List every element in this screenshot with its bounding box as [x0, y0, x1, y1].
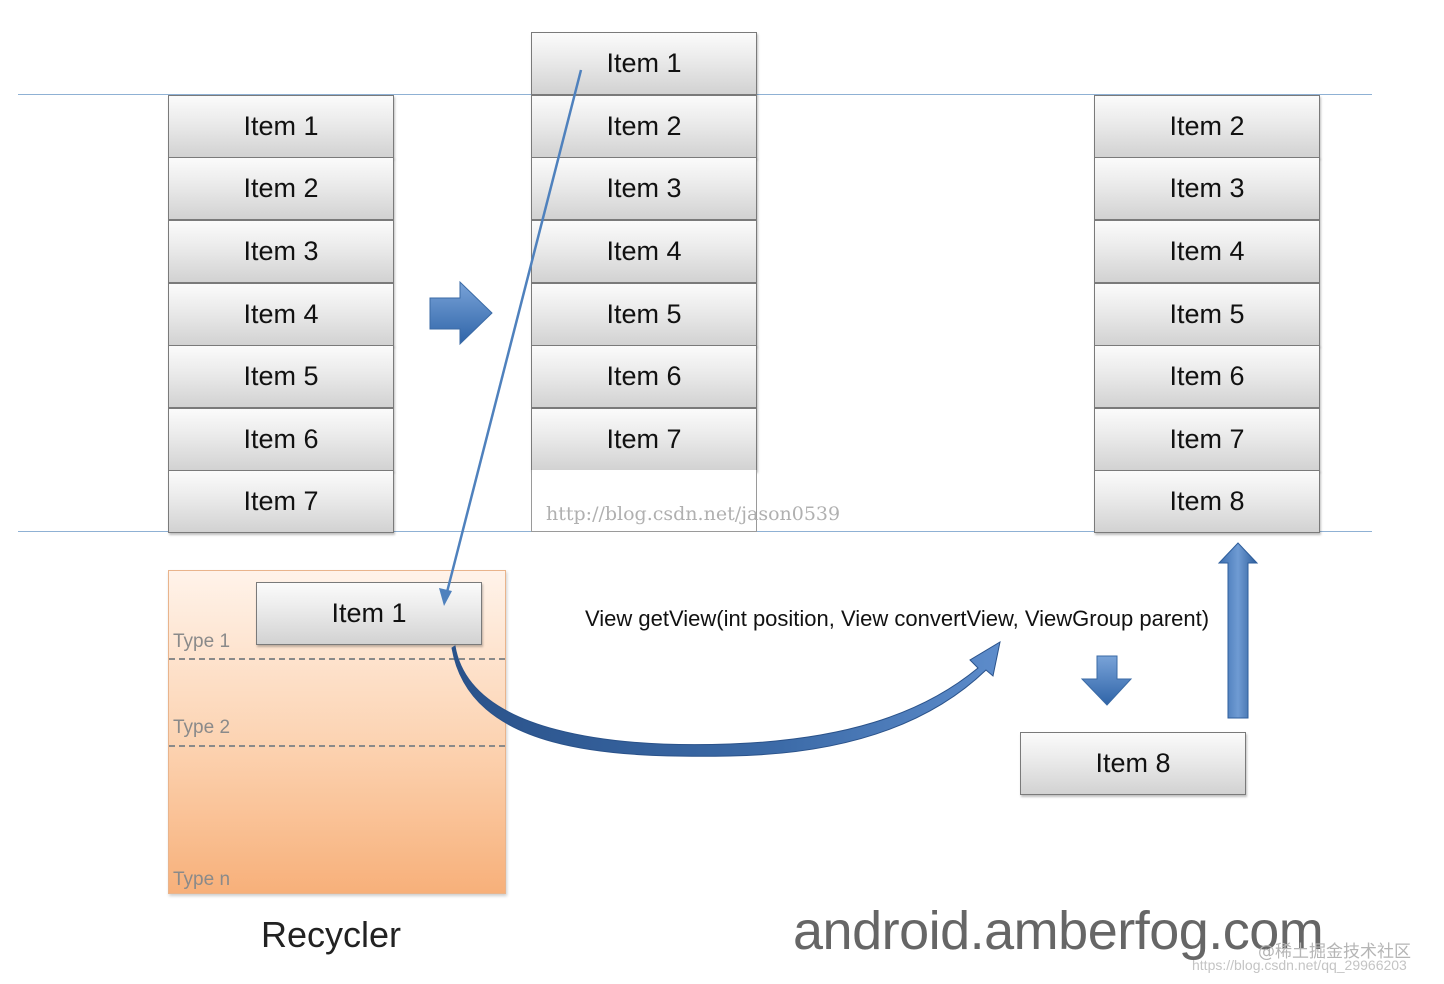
list-item: Item 2	[1094, 95, 1320, 158]
recycler-label: Recycler	[261, 914, 402, 955]
list-item: Item 8	[1094, 470, 1320, 533]
list-item: Item 7	[531, 408, 757, 471]
list-item: Item 1	[531, 32, 757, 95]
list-item: Item 4	[168, 283, 394, 346]
list-item: Item 6	[168, 408, 394, 471]
recycle-line	[444, 69, 583, 597]
type-divider	[169, 658, 505, 660]
arrow-down-icon	[1080, 655, 1133, 706]
list-item: Item 5	[1094, 283, 1320, 346]
method-signature: View getView(int position, View convertV…	[585, 606, 1210, 631]
empty-slot	[531, 470, 757, 532]
type-n-label: Type n	[173, 869, 231, 890]
list-item: Item 7	[168, 470, 394, 533]
list-item: Item 3	[168, 220, 394, 283]
reuse-curve-arrow-icon	[451, 640, 1001, 757]
new-item: Item 8	[1020, 732, 1246, 795]
list-item: Item 5	[531, 283, 757, 346]
list-item: Item 6	[1094, 345, 1320, 408]
list-item: Item 5	[168, 345, 394, 408]
list-item: Item 6	[531, 345, 757, 408]
type-divider	[169, 745, 505, 747]
list-item: Item 3	[1094, 157, 1320, 220]
arrow-up-icon	[1217, 542, 1259, 719]
type-2-label: Type 2	[173, 717, 231, 738]
list-item: Item 4	[531, 220, 757, 283]
list-item: Item 4	[1094, 220, 1320, 283]
brand-watermark: android.amberfog.com	[793, 901, 1324, 961]
community-watermark: @稀土掘金技术社区	[1258, 942, 1411, 962]
small-url-watermark: https://blog.csdn.net/qq_29966203	[1192, 957, 1407, 973]
arrow-right-icon	[429, 280, 493, 346]
watermark-url: http://blog.csdn.net/jason0539	[546, 503, 841, 525]
list-item: Item 2	[531, 95, 757, 158]
list-item: Item 2	[168, 157, 394, 220]
list-item: Item 3	[531, 157, 757, 220]
type-1-label: Type 1	[173, 631, 231, 652]
recycle-line-arrowhead-icon	[439, 588, 452, 606]
